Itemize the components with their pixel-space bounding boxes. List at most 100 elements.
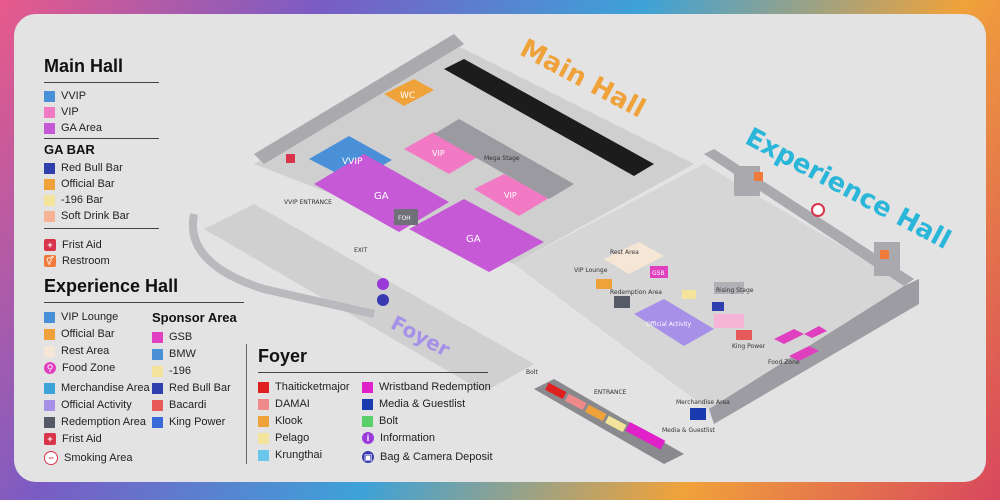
zone-mega-stage-label: Mega Stage	[484, 155, 520, 162]
zone-food-zone-label: Food Zone	[768, 359, 800, 366]
zone-rising-stage-label: Rising Stage	[716, 287, 754, 294]
swatch	[44, 328, 55, 340]
legend-item-bacardi: Bacardi	[152, 399, 206, 411]
swatch	[258, 415, 269, 427]
zone-vip-right	[474, 174, 549, 216]
info-icon: i	[362, 432, 374, 444]
zone-bolt-label: Bolt	[526, 369, 538, 376]
swatch	[258, 398, 269, 410]
legend-item-official-bar-exp: Official Bar	[44, 328, 115, 340]
smoking-icon: −	[44, 451, 58, 465]
legend-item-soft-drink-bar: Soft Drink Bar	[44, 210, 129, 222]
legend-label: Media & Guestlist	[379, 398, 466, 410]
legend-label: King Power	[169, 416, 226, 428]
food-icon: ⚲	[44, 362, 56, 374]
legend-item-vip-lounge: VIP Lounge	[44, 311, 118, 323]
legend-item-information: i Information	[362, 432, 435, 444]
legend-divider	[44, 82, 159, 83]
legend-main-hall-title: Main Hall	[44, 56, 124, 76]
swatch	[44, 122, 55, 134]
zone-redemption-area-label: Redemption Area	[610, 289, 662, 296]
legend-label: Red Bull Bar	[169, 382, 231, 394]
legend-vertical-divider	[246, 344, 247, 464]
zone-vvip-entrance-label: VVIP ENTRANCE	[284, 199, 332, 206]
zone-official-activity	[634, 299, 714, 346]
legend-item-bolt: Bolt	[362, 415, 398, 427]
swatch	[44, 210, 55, 222]
legend-item-red-bull-bar: Red Bull Bar	[44, 162, 123, 174]
zone-vip-lounge	[596, 279, 612, 289]
zone-food-stall-1	[774, 329, 804, 344]
zone-rest-area	[604, 242, 664, 274]
legend-label: Information	[380, 432, 436, 444]
legend-item-196: -196	[152, 365, 191, 377]
legend-item-official-bar: Official Bar	[44, 178, 115, 190]
zone-vip-lounge-label: VIP Lounge	[574, 267, 608, 274]
legend-label: DAMAI	[275, 398, 310, 410]
legend-item-vvip: VVIP	[44, 90, 86, 102]
legend-item-smoking-area: −Smoking Area	[44, 451, 132, 465]
legend-label: Official Bar	[61, 328, 115, 340]
legend-label: Frist Aid	[62, 239, 102, 251]
zone-vip-left	[404, 132, 479, 174]
legend-label: Krungthai	[275, 449, 323, 461]
legend-label: Bacardi	[169, 399, 207, 411]
legend-label: Wristband Redemption	[379, 381, 491, 393]
legend-divider	[258, 372, 488, 373]
map-smoking-icon	[811, 203, 825, 217]
zone-sponsor-gsb	[650, 266, 668, 278]
swatch	[258, 381, 269, 393]
zone-redemption-area	[614, 296, 630, 308]
legend-label: BMW	[169, 348, 196, 360]
legend-item-196-bar: -196 Bar	[44, 194, 103, 206]
zone-mega-stage	[434, 119, 574, 199]
legend-divider	[44, 138, 159, 139]
legend-label: Redemption Area	[61, 416, 146, 428]
legend-experience-hall-title: Experience Hall	[44, 276, 179, 296]
swatch	[44, 345, 55, 357]
legend-label: Bag & Camera Deposit	[380, 451, 493, 463]
zone-bmw	[714, 314, 744, 328]
legend-label: GSB	[169, 331, 193, 343]
legend-item-damai: DAMAI	[258, 398, 310, 410]
legend-item-thaiticketmajor: Thaiticketmajor	[258, 381, 350, 393]
legend-item-krungthai: Krungthai	[258, 449, 322, 461]
legend-label: GA Area	[61, 122, 102, 134]
swatch	[44, 90, 55, 102]
legend-label: Merchandise Area	[61, 382, 150, 394]
legend-label: Thaiticketmajor	[275, 381, 350, 393]
legend-ga-bar-title: GA BAR	[44, 142, 95, 157]
swatch	[44, 194, 55, 206]
venue-floor-map: WC VVIP VIP GA VIP GA FOH Mega Stage Res…	[188, 34, 919, 464]
swatch	[44, 162, 55, 174]
swatch	[152, 399, 163, 411]
foyer-booth-wristband	[625, 422, 666, 450]
legend-item-restroom: ⚥Restroom	[44, 255, 110, 267]
swatch	[258, 432, 269, 444]
legend-label: Rest Area	[61, 345, 110, 357]
swatch	[362, 398, 373, 410]
swatch	[152, 382, 163, 394]
legend-label: VVIP	[61, 90, 87, 102]
zone-vip-left-label: VIP	[432, 149, 445, 158]
legend-divider	[44, 228, 159, 229]
main-hall-back-wall	[254, 34, 464, 164]
zone-sponsor-redbull	[712, 302, 724, 311]
legend-label: Food Zone	[62, 362, 116, 374]
zone-merchandise-area-label: Merchandise Area	[676, 399, 730, 406]
legend-item-bmw: BMW	[152, 348, 196, 360]
swatch	[152, 416, 163, 428]
zone-foh-label: FOH	[398, 215, 411, 222]
legend-label: -196	[169, 365, 192, 377]
swatch	[152, 331, 163, 343]
legend-item-klook: Klook	[258, 415, 303, 427]
zone-gsb-label: GSB	[652, 270, 665, 277]
zone-media-guestlist-label: Media & Guestlist	[662, 427, 716, 434]
legend-item-first-aid-exp: +Frist Aid	[44, 433, 102, 445]
zone-vvip-label: VVIP	[342, 157, 363, 167]
legend-item-gsb: GSB	[152, 331, 192, 343]
map-info-icon	[377, 278, 389, 290]
swatch	[44, 311, 55, 323]
legend-item-pelago: Pelago	[258, 432, 309, 444]
map-first-aid-icon	[286, 154, 295, 163]
